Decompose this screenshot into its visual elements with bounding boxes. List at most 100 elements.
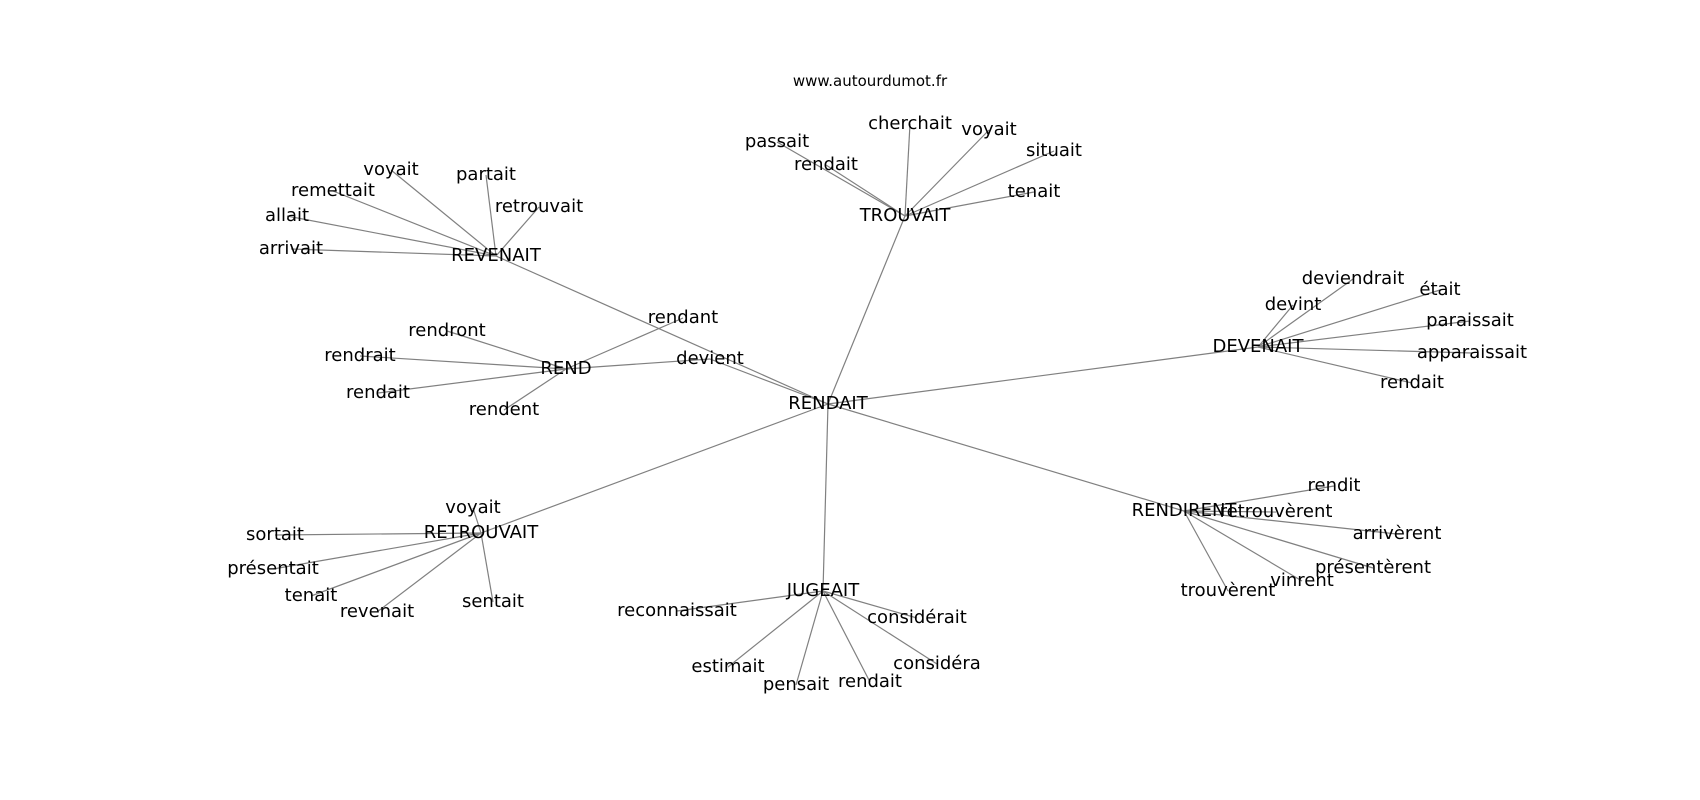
edge-center-revenait — [495, 255, 829, 405]
edge-jugeait-j6 — [822, 590, 938, 665]
edge-jugeait-j2 — [822, 590, 918, 619]
node-label-t2: rendait — [794, 154, 858, 175]
edge-center-r2 — [709, 358, 829, 405]
edge-revenait-rv5 — [485, 174, 497, 257]
node-label-j2: considérait — [867, 607, 967, 628]
edge-rend-r4 — [359, 355, 567, 370]
edge-jugeait-j5 — [822, 590, 871, 683]
edge-retrouvait-rt2 — [274, 532, 482, 536]
edge-revenait-rv3 — [286, 215, 497, 257]
edge-revenait-rv2 — [332, 190, 497, 257]
edge-trouvait-t1 — [776, 141, 906, 217]
edge-center-devenait — [827, 346, 1259, 405]
node-label-revenait: REVENAIT — [451, 245, 542, 266]
edge-rendirent-re2 — [1183, 510, 1277, 513]
node-label-rv2: remettait — [291, 180, 375, 201]
node-label-j1: reconnaissait — [617, 600, 737, 621]
node-label-d1: deviendrait — [1302, 268, 1405, 289]
node-label-r3: rendront — [408, 320, 485, 341]
edge-center-rendirent — [827, 403, 1185, 512]
node-label-rt1: voyait — [445, 497, 500, 518]
node-label-t6: tenait — [1008, 181, 1061, 202]
edge-revenait-rv6 — [495, 206, 540, 257]
node-label-j3: estimait — [691, 656, 764, 677]
node-label-t5: situait — [1026, 140, 1082, 161]
edge-devenait-d6 — [1257, 346, 1413, 384]
node-label-j4: pensait — [763, 674, 829, 695]
edge-rend-r6 — [503, 368, 567, 411]
node-label-re1: rendit — [1308, 475, 1361, 496]
node-label-j6: considéra — [893, 653, 981, 674]
edge-devenait-d5 — [1257, 346, 1473, 354]
node-label-rv3: allait — [265, 205, 309, 226]
edge-revenait-rv4 — [290, 248, 497, 257]
node-label-rt2: sortait — [246, 524, 304, 545]
node-label-d3: était — [1419, 279, 1460, 300]
edge-center-trouvait — [827, 215, 906, 405]
node-label-r4: rendrait — [324, 345, 395, 366]
edge-trouvait-t3 — [904, 123, 911, 217]
edge-jugeait-j3 — [727, 590, 824, 668]
edge-center-jugeait — [822, 403, 829, 592]
node-label-devenait: DEVENAIT — [1212, 336, 1304, 357]
node-label-r6: rendent — [469, 399, 539, 420]
edge-trouvait-t4 — [904, 129, 990, 217]
edge-retrouvait-rt3 — [272, 532, 482, 570]
node-label-re4: présentèrent — [1315, 557, 1431, 578]
node-label-r2: devient — [676, 348, 744, 369]
node-label-rv1: voyait — [363, 159, 418, 180]
node-label-j5: rendait — [838, 671, 902, 692]
edge-devenait-d1 — [1257, 278, 1354, 348]
edge-retrouvait-rt5 — [376, 532, 482, 613]
edge-revenait-rv1 — [390, 169, 497, 257]
node-label-re2: retrouvèrent — [1220, 501, 1333, 522]
node-label-rv6: retrouvait — [495, 196, 583, 217]
edge-devenait-d3 — [1257, 289, 1441, 348]
node-label-rt4: tenait — [285, 585, 338, 606]
edge-center-retrouvait — [480, 403, 829, 534]
node-label-r5: rendait — [346, 382, 410, 403]
site-watermark: www.autourdumot.fr — [792, 72, 948, 90]
edge-rendirent-re1 — [1183, 485, 1335, 512]
node-label-rt3: présentait — [227, 558, 319, 579]
edge-devenait-d4 — [1257, 320, 1471, 348]
edge-rendirent-re5 — [1183, 510, 1303, 582]
node-label-d6: rendait — [1380, 372, 1444, 393]
edge-rendirent-re3 — [1183, 510, 1398, 535]
edge-trouvait-t5 — [904, 150, 1055, 217]
node-label-center: RENDAIT — [788, 393, 869, 414]
node-label-r1: rendant — [648, 307, 718, 328]
node-label-d4: paraissait — [1426, 310, 1514, 331]
edges-layer — [272, 123, 1473, 686]
node-label-rv5: partait — [456, 164, 516, 185]
node-label-t4: voyait — [961, 119, 1016, 140]
edge-trouvait-t2 — [825, 164, 906, 217]
edge-rend-r1 — [565, 317, 684, 370]
node-label-retrouvait: RETROUVAIT — [424, 522, 540, 543]
edge-jugeait-j1 — [676, 590, 824, 612]
edge-retrouvait-rt4 — [310, 532, 482, 597]
node-label-rendirent: RENDIRENT — [1132, 500, 1238, 521]
node-label-re5: vinrent — [1270, 570, 1334, 591]
edge-rend-r2 — [565, 358, 711, 370]
node-label-re6: trouvèrent — [1181, 580, 1276, 601]
node-label-rv4: arrivait — [259, 238, 323, 259]
edge-rendirent-re4 — [1183, 510, 1374, 569]
node-label-d2: devint — [1265, 294, 1322, 315]
edge-retrouvait-rt6 — [480, 532, 494, 603]
edge-retrouvait-rt1 — [472, 507, 482, 534]
node-label-d5: apparaissait — [1417, 342, 1527, 363]
node-label-t1: passait — [745, 131, 809, 152]
node-label-trouvait: TROUVAIT — [859, 205, 952, 226]
node-label-re3: arrivèrent — [1353, 523, 1442, 544]
edge-rend-r3 — [446, 330, 567, 370]
edge-jugeait-j4 — [795, 590, 824, 686]
edge-rend-r5 — [377, 368, 567, 394]
node-label-rt5: revenait — [340, 601, 414, 622]
edge-rendirent-re6 — [1183, 510, 1229, 592]
node-label-t3: cherchait — [868, 113, 952, 134]
node-label-rend: REND — [540, 358, 591, 379]
